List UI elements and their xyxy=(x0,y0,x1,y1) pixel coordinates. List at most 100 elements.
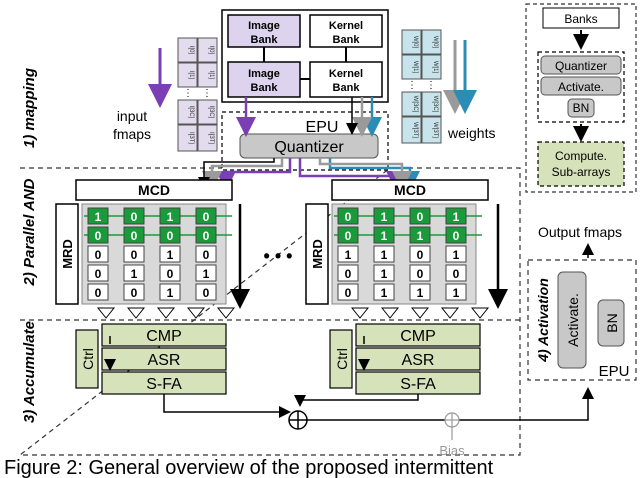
activation-activate-label: Activate. xyxy=(565,293,581,347)
ellipsis: • • • xyxy=(264,246,293,266)
left-ctrl-label: Ctrl xyxy=(80,348,96,370)
bit-cell xyxy=(337,226,359,244)
bit-value: 0 xyxy=(417,267,424,281)
phase-label-accumulate: 3) Accumulate xyxy=(21,321,38,423)
right-asr-label: ASR xyxy=(402,352,435,369)
right-mcd-label: MCD xyxy=(394,182,426,198)
bit-value: 0 xyxy=(453,267,460,281)
svg-text:⋮: ⋮ xyxy=(407,80,417,91)
weight-cell-label: W[1] xyxy=(412,61,418,74)
bit-value: 0 xyxy=(203,286,210,300)
legend-frame xyxy=(525,3,637,193)
bit-cell xyxy=(123,207,145,225)
sense-amp xyxy=(350,307,370,319)
left-sense-amps xyxy=(96,307,236,319)
bit-value: 0 xyxy=(203,210,210,224)
quantizer-to-left-array-grey xyxy=(202,158,284,191)
bit-cell xyxy=(87,283,109,301)
bit-value: 1 xyxy=(381,286,388,300)
bit-cell xyxy=(159,245,181,263)
bank-group-frame xyxy=(221,9,389,103)
adder-to-output-wire xyxy=(307,387,594,421)
bit-value: 0 xyxy=(95,267,102,281)
weight-cell-label: W[0] xyxy=(432,36,438,49)
bit-cell xyxy=(445,264,467,282)
quantizer-to-left-array-purple xyxy=(216,158,292,191)
fmap-cell-label: I[0] xyxy=(188,46,194,55)
bit-cell xyxy=(337,264,359,282)
bit-cell xyxy=(409,264,431,282)
bit-value: 1 xyxy=(167,210,174,224)
svg-text:Image: Image xyxy=(248,68,280,80)
bit-cell xyxy=(195,283,217,301)
bit-cell xyxy=(123,264,145,282)
svg-text:Image: Image xyxy=(248,20,280,32)
svg-text:⋮: ⋮ xyxy=(202,88,212,99)
bit-value: 1 xyxy=(417,286,424,300)
image-bank-bottom: Image Bank xyxy=(227,61,301,98)
bit-value: 1 xyxy=(453,210,460,224)
bit-value: 1 xyxy=(167,286,174,300)
bit-cell xyxy=(409,245,431,263)
right-ctrl-block xyxy=(329,329,353,389)
right-mcd-block xyxy=(331,179,489,201)
bit-cell xyxy=(337,245,359,263)
input-fmap-cell-labels: I[0] I[0] I[1] I[1] I[3C] I[3C] I[3T] I[… xyxy=(188,46,214,145)
legend-epu-group xyxy=(537,51,625,123)
activation-bn-label: BN xyxy=(604,313,620,332)
bit-cell xyxy=(123,283,145,301)
bit-cell xyxy=(409,283,431,301)
bit-value: 1 xyxy=(453,248,460,262)
bit-value: 0 xyxy=(95,248,102,262)
bit-cell xyxy=(195,226,217,244)
sense-amp xyxy=(96,307,116,319)
weight-cell-label: W[0] xyxy=(412,36,418,49)
phase-label-mapping: 1) mapping xyxy=(21,68,38,148)
phase-label-activation: 4) Activation xyxy=(535,278,551,363)
bit-cell xyxy=(373,226,395,244)
bit-value: 1 xyxy=(381,210,388,224)
bit-value: 0 xyxy=(417,210,424,224)
svg-text:Bank: Bank xyxy=(251,34,279,46)
right-mrd-block xyxy=(305,203,329,305)
legend-banks xyxy=(542,7,620,29)
legend-compute-label-1: Compute. xyxy=(555,149,607,163)
bit-cell xyxy=(87,226,109,244)
bit-cell xyxy=(409,226,431,244)
left-mrd-block xyxy=(55,203,79,305)
bit-value: 0 xyxy=(131,229,138,243)
bit-value: 1 xyxy=(167,248,174,262)
bit-cell xyxy=(445,226,467,244)
weight-cell-label: W[1] xyxy=(432,61,438,74)
bit-cell xyxy=(195,245,217,263)
left-cmp-label: CMP xyxy=(146,328,182,345)
svg-text:Bank: Bank xyxy=(251,82,279,94)
fmap-cell-label: I[0] xyxy=(208,46,214,55)
sense-amp xyxy=(410,307,430,319)
left-asr-label: ASR xyxy=(148,352,181,369)
kernel-bank-top: Kernel Bank xyxy=(309,14,383,48)
bit-cell xyxy=(159,264,181,282)
right-cmp-label: CMP xyxy=(400,328,436,345)
fmap-cell-label: I[3T] xyxy=(208,132,214,144)
weights-label: weights xyxy=(447,125,495,141)
right-mrd-label: MRD xyxy=(310,239,325,269)
bit-cell xyxy=(123,226,145,244)
bit-value: 0 xyxy=(345,229,352,243)
sense-amp xyxy=(126,307,146,319)
legend-bn-label: BN xyxy=(573,101,590,115)
input-fmap-stack: ⋮ ⋮ xyxy=(177,37,218,152)
sense-amp xyxy=(186,307,206,319)
right-sum-wire xyxy=(294,394,419,407)
bit-cell xyxy=(87,207,109,225)
bit-cell xyxy=(159,226,181,244)
legend-banks-label: Banks xyxy=(564,12,597,26)
sense-amp xyxy=(380,307,400,319)
bit-cell xyxy=(373,283,395,301)
bit-value: 0 xyxy=(345,267,352,281)
svg-text:Bank: Bank xyxy=(333,82,361,94)
bit-cell xyxy=(159,207,181,225)
fmap-cell-label: I[1] xyxy=(208,71,214,80)
bit-cell xyxy=(195,264,217,282)
